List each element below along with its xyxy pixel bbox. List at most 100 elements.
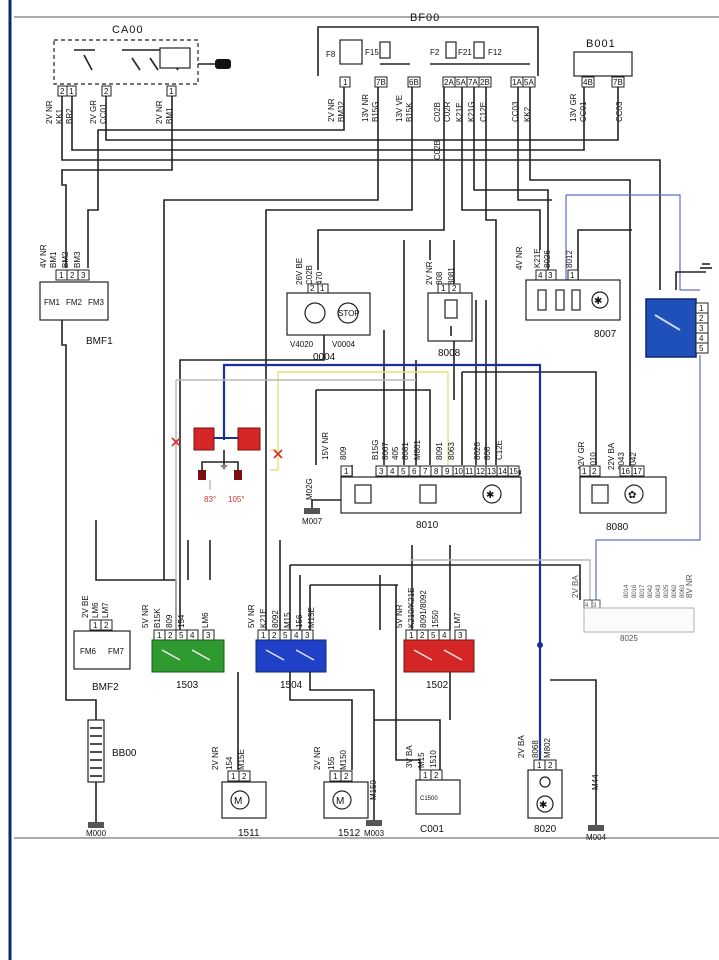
c8010-pin-6: 6 [412,467,417,476]
c001-wire-1510: 1510 [429,750,438,768]
c8010-conn-a: 15V NR [321,432,330,460]
c8010-pin-12: 12 [476,467,485,476]
ca00-wire-bm1: BM1 [165,107,174,124]
c8010-wire-b15g: B15G [371,440,380,460]
c0004-pin-2: 1 [320,284,325,293]
fuse-fm3: FM3 [88,298,105,307]
c8010-wire-405: 405 [391,446,400,460]
fan-icon-8007: ✱ [594,296,602,307]
c8010-pin-9: 9 [445,467,450,476]
c1503-pin-1: 1 [157,631,162,640]
fuse-f8: F8 [326,50,336,59]
c8025-wire-8: 8063 [680,584,686,598]
c1502-pin-4: 4 [442,631,447,640]
c1504-pin-2: 2 [272,631,277,640]
c001-label: C001 [420,824,444,835]
c8008-conn-a: 2V NR [425,261,434,285]
c1503-wire-lm6: LM6 [201,612,210,628]
c1511-label: 1511 [238,828,260,839]
c1503-pin-5: 5 [179,631,184,640]
bf00-pin-2: 7B [376,78,386,87]
c8080-conn-b: 22V BA [607,442,616,470]
sensor-pin-5: 5 [699,344,704,353]
c8010-pin-4: 4 [390,467,395,476]
c0004-pin-1: 2 [310,284,315,293]
c1502-pin-2: 2 [420,631,425,640]
component-bmf2: 2V BE LM6 LM7 1 2 FM6 FM7 BMF2 [73,595,131,693]
c1502-label: 1502 [426,680,449,691]
c8007-wire-8012: 8012 [565,250,574,268]
c1504-wire-m15: M15 [283,612,292,628]
b001-wire-cc03: CC03 [615,101,624,122]
c1504-wire-8092: 8092 [271,610,280,628]
c1503-pin-4: 4 [190,631,195,640]
c1502-pin-1: 1 [409,631,414,640]
c0004-label: 0004 [313,352,336,363]
sensor-pin-3: 3 [699,324,704,333]
fuse-f12: F12 [488,48,502,57]
bf00-pin-1: 1 [343,78,348,87]
c8025-wire-6: 8025 [664,584,670,598]
c8010-pin-15: 15 [509,467,518,476]
component-8008: 2V NR 808 8081 1 2 8008 [425,261,473,359]
c0004-conn-a: 26V BE [295,258,304,285]
fuse-fm7: FM7 [108,647,125,656]
component-1512: 2V NR 155 M150 M150 1 2 M 1512 M003 [313,746,385,839]
c8008-wire-8081: 8081 [447,267,456,285]
bmf1-wire-bm3: BM3 [73,251,82,268]
ca00-wire-kk1: KK1 [55,108,64,124]
c1512-wire-m150: M150 [339,749,348,770]
bmf1-wire-bm2: BM2 [61,251,70,268]
c8010-wire-m801: M801 [413,439,422,460]
bf00-conn-c: 13V VE [395,95,404,122]
c1502-pin-5: 5 [431,631,436,640]
m004-label: M004 [586,833,607,842]
c001-pin-1: 1 [423,771,428,780]
c8008-pin-2: 2 [452,284,457,293]
c1502-conn-a: 5V NR [395,604,404,628]
motor-icon-1511: M [234,796,242,807]
c8007-pin-4: 4 [538,271,543,280]
fuse-f15: F15 [365,48,379,57]
c1512-wire-155: 155 [327,756,336,770]
bmf1-pin-1: 1 [59,271,64,280]
b001-pin-1: 4B [583,78,593,87]
bf00-wire-c12e: C12E [479,102,488,122]
component-8007: 4V NR K21E 8026 8012 4 3 1 ✱ 8007 [515,246,621,340]
c1503-label: 1503 [176,680,199,691]
bf00-pin-8: 1A [512,78,522,87]
c1511-wire-154: 154 [225,756,234,770]
ground-m007: M02G M007 [302,478,323,526]
c8020-conn-a: 2V BA [517,735,526,758]
c1503-wire-809: 809 [165,614,174,628]
c8080-pin-1: 1 [582,467,587,476]
c1502-wire-k210: K210/K21E [407,588,416,628]
c1504-pin-4: 4 [294,631,299,640]
c8010-pin-1: 1 [344,467,349,476]
c8008-pin-1: 1 [441,284,446,293]
c1504-conn-a: 5V NR [247,604,256,628]
c8007-pin-3: 3 [548,271,553,280]
c8010-pin-7: 7 [423,467,428,476]
m007-wire: M02G [305,478,314,500]
c1500-label: C1500 [420,796,438,802]
c1503-wire-b15k: B15K [153,608,162,628]
bmf1-pin-2: 2 [70,271,75,280]
c8007-label: 8007 [594,329,617,340]
c8025-label: 8025 [620,634,638,643]
c8080-wire-8043: 8043 [617,452,626,470]
c8080-label: 8080 [606,522,629,533]
c8007-pin-1: 1 [570,271,575,280]
bf00-conn-a: 2V NR [327,98,336,122]
c8010-pin-11: 11 [465,467,474,476]
c001-wire-m15: M15 [417,752,426,768]
bmf2-wire-lm6: LM6 [91,602,100,618]
bf00-label: BF00 [410,12,440,24]
c1504-wire-k21e: K21E [259,608,268,628]
bf00-pin-7: 2B [480,78,490,87]
bmf2-conn-a: 2V BE [81,595,90,618]
bb00-label: BB00 [112,748,137,759]
bf00-wire-b15k: B15K [405,102,414,122]
c8010-wire-808: 808 [483,446,492,460]
c8010-wire-c12e: C12E [495,440,504,460]
